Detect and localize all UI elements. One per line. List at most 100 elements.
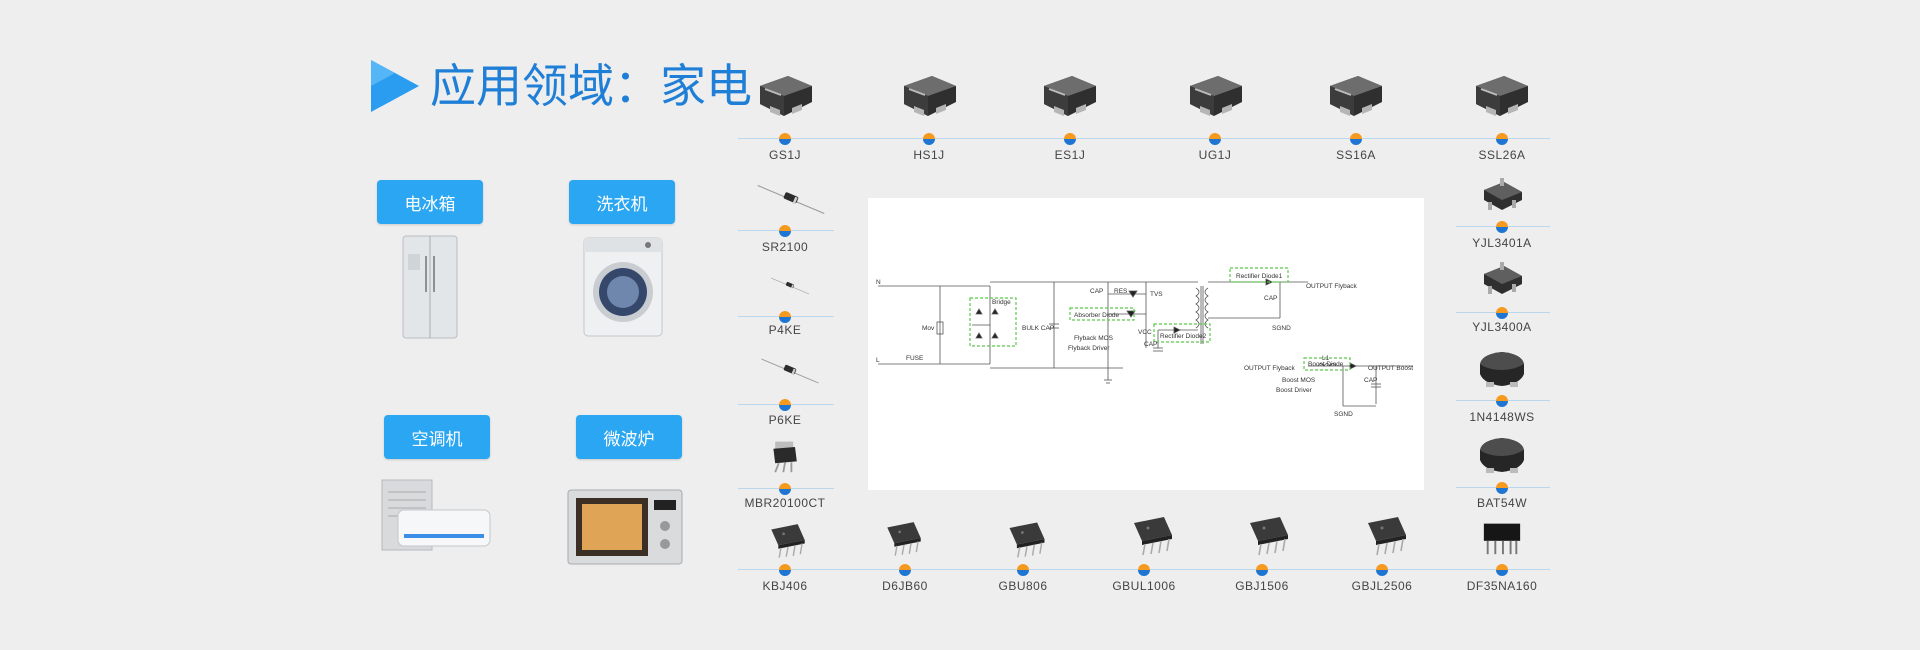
bullet-dot-icon: [1496, 564, 1508, 576]
part-label[interactable]: GBJL2506: [1351, 579, 1413, 593]
microwave-icon: [567, 489, 683, 565]
page-title: 应用领域：家电: [430, 59, 752, 113]
part-label[interactable]: GS1J: [768, 148, 801, 162]
smd-diode-icon: [1472, 72, 1532, 120]
schematic-label: Rectifier Diode2: [1160, 333, 1207, 340]
bullet-dot-icon: [779, 311, 791, 323]
sip-rectifier-icon: [1478, 516, 1526, 558]
part-label[interactable]: SSL26A: [1478, 148, 1526, 162]
bridge-rectifier-icon: [1244, 512, 1294, 558]
schematic-label: CAP: [1364, 377, 1377, 384]
schematic-label: CAP: [1090, 288, 1103, 295]
bullet-dot-icon: [1017, 564, 1029, 576]
bullet-dot-icon: [1496, 395, 1508, 407]
circuit-schematic: N L FUSE Mov Bridge BULK CAP CAP RES TVS…: [868, 198, 1424, 490]
bullet-dot-icon: [1496, 133, 1508, 145]
part-label[interactable]: GBUL1006: [1112, 579, 1176, 593]
schematic-label: OUTPUT Flyback: [1244, 365, 1296, 372]
bullet-dot-icon: [1496, 307, 1508, 319]
washing-machine-icon: [583, 237, 663, 337]
schematic-label: Absorber Diode: [1074, 312, 1120, 319]
air-conditioner-button[interactable]: 空调机: [384, 415, 490, 459]
part-label[interactable]: P4KE: [768, 323, 802, 337]
schematic-label: Bridge: [992, 299, 1011, 306]
bullet-dot-icon: [779, 483, 791, 495]
schematic-label: Flyback Driver: [1068, 345, 1110, 352]
smd-diode-icon: [756, 72, 816, 120]
schematic-label: Mov: [922, 325, 935, 332]
refrigerator-button[interactable]: 电冰箱: [377, 180, 483, 224]
schematic-label: Boost Diode: [1308, 361, 1344, 368]
part-label[interactable]: 1N4148WS: [1469, 410, 1535, 424]
schematic-label: Boost MOS: [1282, 377, 1316, 384]
sot-package-icon: [1478, 174, 1528, 218]
schematic-label: CAP: [1144, 341, 1157, 348]
sod-diode-icon: [1474, 346, 1530, 390]
sod-diode-icon: [1474, 432, 1530, 476]
bullet-dot-icon: [1496, 221, 1508, 233]
part-label[interactable]: ES1J: [1054, 148, 1086, 162]
play-arrow-icon: [371, 60, 419, 112]
schematic-label: L: [876, 357, 880, 364]
bullet-dot-icon: [779, 399, 791, 411]
part-label[interactable]: GBU806: [998, 579, 1048, 593]
schematic-label: OUTPUT Flyback: [1306, 283, 1358, 290]
part-label[interactable]: KBJ406: [762, 579, 808, 593]
axial-diode-icon: [770, 276, 810, 296]
bridge-rectifier-icon: [1362, 512, 1412, 558]
part-label[interactable]: YJL3401A: [1472, 236, 1532, 250]
microwave-button[interactable]: 微波炉: [576, 415, 682, 459]
part-label[interactable]: SS16A: [1336, 148, 1376, 162]
schematic-label: CAP: [1264, 295, 1277, 302]
axial-diode-icon: [756, 182, 826, 217]
part-label[interactable]: BAT54W: [1476, 496, 1528, 510]
bullet-dot-icon: [923, 133, 935, 145]
bullet-dot-icon: [1496, 482, 1508, 494]
washing-machine-button[interactable]: 洗衣机: [569, 180, 675, 224]
schematic-label: N: [876, 279, 881, 286]
schematic-label: SGND: [1272, 325, 1291, 332]
axial-diode-icon: [760, 356, 820, 386]
part-label[interactable]: D6JB60: [882, 579, 928, 593]
top-divider: [738, 138, 1550, 139]
schematic-label: SGND: [1334, 411, 1353, 418]
bullet-dot-icon: [779, 564, 791, 576]
smd-diode-icon: [1040, 72, 1100, 120]
part-label[interactable]: GBJ1506: [1235, 579, 1289, 593]
part-label[interactable]: DF35NA160: [1466, 579, 1538, 593]
schematic-label: L1: [1322, 355, 1330, 362]
schematic-label: OUTPUT Boost: [1368, 365, 1413, 372]
part-label[interactable]: P6KE: [768, 413, 802, 427]
smd-diode-icon: [900, 72, 960, 120]
schematic-label: VCC: [1138, 329, 1152, 336]
part-label[interactable]: UG1J: [1198, 148, 1232, 162]
schematic-label: Flyback MOS: [1074, 335, 1114, 342]
bridge-rectifier-icon: [766, 520, 810, 560]
bullet-dot-icon: [1350, 133, 1362, 145]
part-label[interactable]: SR2100: [761, 240, 809, 254]
bullet-dot-icon: [1256, 564, 1268, 576]
sot-package-icon: [1478, 258, 1528, 302]
bullet-dot-icon: [899, 564, 911, 576]
schematic-label: FUSE: [906, 355, 924, 362]
bullet-dot-icon: [1209, 133, 1221, 145]
bullet-dot-icon: [1376, 564, 1388, 576]
schematic-label: Boost Driver: [1276, 387, 1313, 394]
smd-diode-icon: [1186, 72, 1246, 120]
schematic-label: BULK CAP: [1022, 325, 1054, 332]
schematic-label: TVS: [1150, 291, 1163, 298]
bridge-rectifier-icon: [882, 518, 926, 558]
part-label[interactable]: YJL3400A: [1472, 320, 1532, 334]
refrigerator-icon: [402, 235, 458, 339]
bridge-rectifier-icon: [1004, 518, 1050, 560]
bullet-dot-icon: [779, 225, 791, 237]
schematic-label: RES: [1114, 288, 1128, 295]
part-label[interactable]: HS1J: [913, 148, 945, 162]
to220-transistor-icon: [768, 438, 804, 474]
bullet-dot-icon: [1138, 564, 1150, 576]
smd-diode-icon: [1326, 72, 1386, 120]
bullet-dot-icon: [1064, 133, 1076, 145]
bridge-rectifier-icon: [1128, 512, 1178, 558]
part-label[interactable]: MBR20100CT: [744, 496, 826, 510]
air-conditioner-icon: [381, 479, 491, 551]
